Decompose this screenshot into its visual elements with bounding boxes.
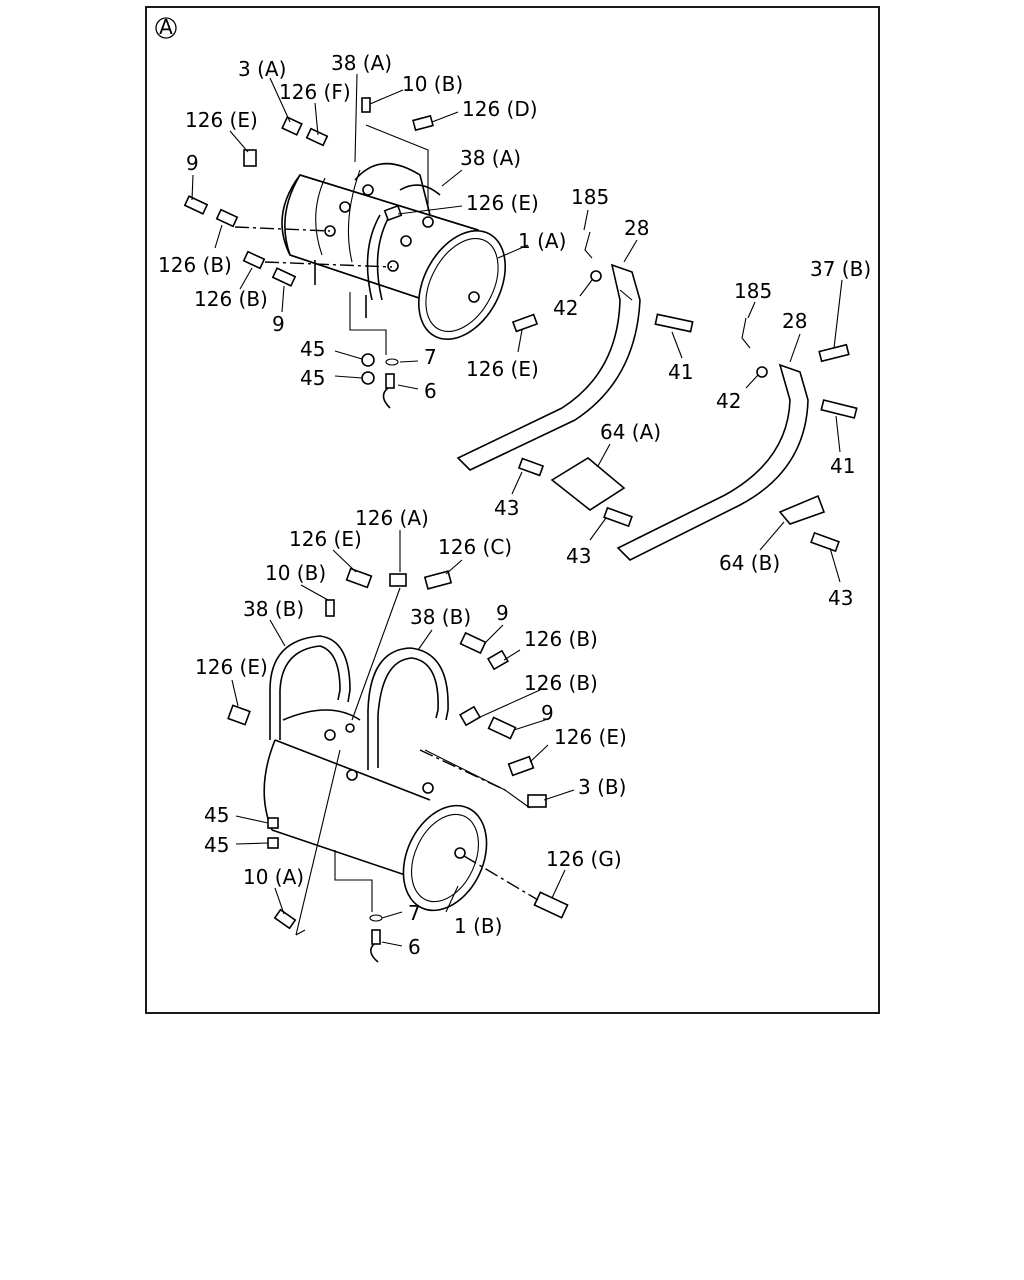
label-42-2: 42 <box>716 389 741 413</box>
label-126e-b2: 126 (E) <box>195 655 268 679</box>
label-126e-b3: 126 (E) <box>554 725 627 749</box>
label-45-2: 45 <box>300 366 325 390</box>
label-45-1: 45 <box>300 337 325 361</box>
label-9-b2: 9 <box>496 601 509 625</box>
air-tank-1b <box>263 709 488 912</box>
label-7-b: 7 <box>408 901 421 925</box>
label-38a-top: 38 (A) <box>331 51 392 75</box>
tank-straps-38b <box>267 599 449 849</box>
label-126e-mid: 126 (E) <box>466 191 539 215</box>
label-10a: 10 (A) <box>243 865 304 889</box>
label-126b-b2: 126 (B) <box>524 671 598 695</box>
label-43-2: 43 <box>566 544 591 568</box>
mounting-bracket-1 <box>456 231 694 471</box>
leaders-brackets <box>511 209 843 583</box>
label-126e-b1: 126 (E) <box>289 527 362 551</box>
label-64a: 64 (A) <box>600 420 661 444</box>
label-38b-2: 38 (B) <box>410 605 471 629</box>
label-38b-1: 38 (B) <box>243 597 304 621</box>
label-126a: 126 (A) <box>355 506 429 530</box>
label-3a: 3 (A) <box>238 57 286 81</box>
diagram-frame <box>145 6 880 1014</box>
label-3b: 3 (B) <box>578 775 626 799</box>
label-9-b3: 9 <box>541 701 554 725</box>
label-126e-low: 126 (E) <box>466 357 539 381</box>
label-7-top: 7 <box>424 345 437 369</box>
label-126g: 126 (G) <box>546 847 622 871</box>
label-185-2: 185 <box>734 279 772 303</box>
label-10b-top: 10 (B) <box>402 72 463 96</box>
label-9-b: 9 <box>272 312 285 336</box>
label-28-1: 28 <box>624 216 649 240</box>
air-tank-1a <box>281 162 507 341</box>
label-42-1: 42 <box>553 296 578 320</box>
label-126e-tl: 126 (E) <box>185 108 258 132</box>
label-41-1: 41 <box>668 360 693 384</box>
label-126f: 126 (F) <box>279 80 351 104</box>
label-64b: 64 (B) <box>719 551 780 575</box>
support-plate-64a <box>517 457 633 528</box>
leaders-bottom <box>231 530 575 947</box>
label-43-3: 43 <box>828 586 853 610</box>
label-43-1: 43 <box>494 496 519 520</box>
label-126b-1: 126 (B) <box>158 253 232 277</box>
label-126b-b1: 126 (B) <box>524 627 598 651</box>
leaders-top <box>191 73 529 390</box>
label-37b: 37 (B) <box>810 257 871 281</box>
label-185-1: 185 <box>571 185 609 209</box>
label-9-tl: 9 <box>186 151 199 175</box>
label-45-b1: 45 <box>204 803 229 827</box>
label-126b-2: 126 (B) <box>194 287 268 311</box>
view-marker-letter: A <box>159 15 173 39</box>
label-126d: 126 (D) <box>462 97 538 121</box>
label-6-b: 6 <box>408 935 421 959</box>
label-126c: 126 (C) <box>438 535 512 559</box>
label-41-2: 41 <box>830 454 855 478</box>
mounting-bracket-2 <box>616 317 858 561</box>
label-1b: 1 (B) <box>454 914 502 938</box>
label-10b-b: 10 (B) <box>265 561 326 585</box>
label-45-b2: 45 <box>204 833 229 857</box>
fittings-top <box>183 97 539 409</box>
label-1a: 1 (A) <box>518 229 566 253</box>
part-labels: 3 (A) 126 (F) 38 (A) 10 (B) 126 (D) 126 … <box>158 51 871 959</box>
label-28-2: 28 <box>782 309 807 333</box>
fittings-bottom <box>227 567 569 963</box>
support-plate-64b <box>778 494 840 553</box>
label-6-top: 6 <box>424 379 437 403</box>
view-marker: A <box>155 15 177 39</box>
label-38a-r: 38 (A) <box>460 146 521 170</box>
